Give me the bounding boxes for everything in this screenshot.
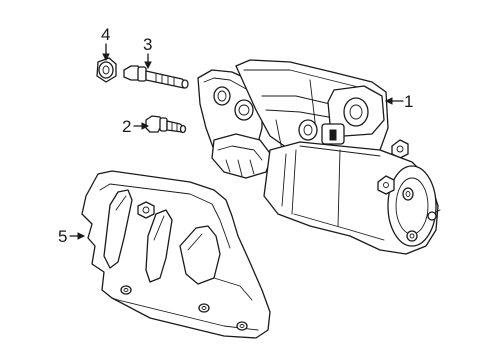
callout-1: 1: [384, 92, 413, 111]
callout-5: 5: [58, 227, 86, 246]
callout-2: 2: [122, 117, 150, 136]
leader-arrow-1: [384, 97, 393, 105]
callout-label-3: 3: [143, 35, 152, 54]
callout-4: 4: [101, 25, 110, 62]
leader-arrow-5: [77, 232, 86, 240]
part-3-bolt-long: [123, 65, 189, 89]
callout-label-2: 2: [122, 117, 131, 136]
callout-3: 3: [143, 35, 152, 70]
callout-label-5: 5: [58, 227, 67, 246]
callout-label-4: 4: [101, 25, 110, 44]
part-4-washer: [96, 57, 117, 83]
leader-arrow-4: [102, 53, 110, 62]
leader-arrow-2: [141, 122, 150, 130]
part-1-starter-motor: [197, 59, 441, 255]
part-2-bolt-short: [145, 115, 187, 134]
leader-arrow-3: [144, 61, 152, 70]
callout-label-1: 1: [404, 92, 413, 111]
part-5-heat-shield: [81, 170, 271, 339]
